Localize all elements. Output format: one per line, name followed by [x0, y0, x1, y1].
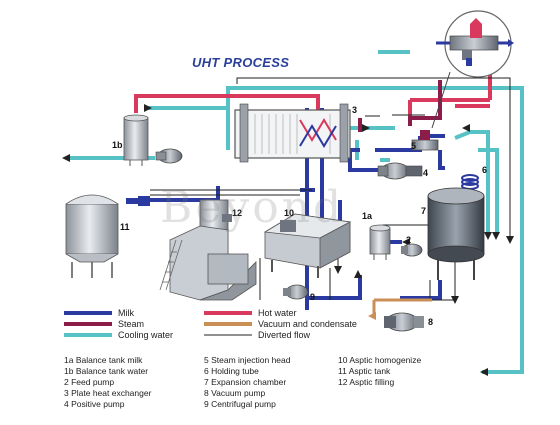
water-pump: [155, 148, 183, 164]
label-5: 5: [411, 141, 416, 151]
callout-leader: [431, 71, 451, 129]
balance-tank-water: [123, 114, 149, 166]
label-11: 11: [120, 222, 130, 232]
vacuum-pump: [368, 298, 432, 332]
component-6: 6 Holding tube: [204, 366, 259, 376]
legend: Milk Steam Cooling water Hot water Vacuu…: [64, 308, 357, 340]
injection-detail-callout: [436, 10, 514, 78]
label-9: 9: [310, 292, 315, 302]
label-3: 3: [352, 105, 357, 115]
aseptic-filling-machine: [159, 199, 257, 301]
legend-label-steam: Steam: [118, 319, 144, 329]
component-11: 11 Asptic tank: [338, 366, 391, 376]
component-12: 12 Asptic filling: [338, 377, 395, 387]
watermark: Beyond: [160, 182, 345, 233]
legend-label-cooling-water: Cooling water: [118, 330, 173, 340]
label-10: 10: [284, 208, 294, 218]
steam-lines: [358, 80, 442, 132]
label-8: 8: [428, 317, 433, 327]
tank-outlet: [126, 196, 150, 206]
label-1a: 1a: [362, 211, 373, 221]
legend-label-vacuum: Vacuum and condensate: [258, 319, 357, 329]
component-7: 7 Expansion chamber: [204, 377, 287, 387]
steam-injection-head: [411, 130, 439, 151]
feed-pump: [401, 243, 423, 257]
aseptic-homogenizer: [263, 213, 352, 278]
aseptic-tank: [65, 194, 119, 278]
component-8: 8 Vacuum pump: [204, 388, 266, 398]
component-4: 4 Positive pump: [64, 399, 125, 409]
diagram-title: UHT PROCESS: [192, 55, 290, 70]
centrifugal-pump: [283, 284, 309, 300]
component-10: 10 Asptic homogenize: [338, 355, 422, 365]
label-7: 7: [421, 206, 426, 216]
holding-tube: [461, 174, 479, 190]
legend-label-milk: Milk: [118, 308, 134, 318]
flow-arrows: [62, 104, 514, 376]
component-2: 2 Feed pump: [64, 377, 115, 387]
balance-tank-milk: [369, 224, 391, 260]
legend-label-hot-water: Hot water: [258, 308, 297, 318]
component-3: 3 Plate heat exchanger: [64, 388, 152, 398]
positive-pump: [377, 162, 423, 180]
label-2: 2: [406, 235, 411, 245]
component-9: 9 Centrifugal pump: [204, 399, 276, 409]
component-1a: 1a Balance tank milk: [64, 355, 143, 365]
expansion-chamber: [427, 187, 485, 280]
component-1b: 1b Balance tank water: [64, 366, 149, 376]
component-5: 5 Steam injection head: [204, 355, 291, 365]
label-4: 4: [423, 168, 428, 178]
label-1b: 1b: [112, 140, 123, 150]
diverted-flow-lines: [150, 77, 511, 301]
label-12: 12: [232, 208, 242, 218]
plate-heat-exchanger: [234, 103, 351, 163]
label-6: 6: [482, 165, 487, 175]
legend-label-diverted: Diverted flow: [258, 330, 311, 340]
